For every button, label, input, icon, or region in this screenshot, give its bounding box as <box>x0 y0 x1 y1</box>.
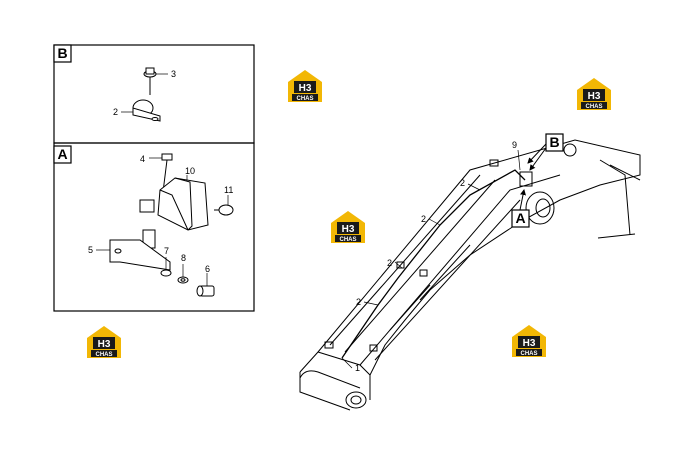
watermark-logo-3: H3 CHAS <box>331 211 365 243</box>
view-b-tag <box>53 44 72 63</box>
svg-text:CHAS: CHAS <box>520 351 537 357</box>
callout-main-2c: 2 <box>387 258 392 268</box>
view-a-letter: A <box>57 146 67 162</box>
svg-text:H3: H3 <box>98 339 111 350</box>
svg-text:H3: H3 <box>342 224 355 235</box>
svg-text:CHAS: CHAS <box>585 104 602 110</box>
callout-a-10: 10 <box>185 166 195 176</box>
callout-a-5: 5 <box>88 245 93 255</box>
view-b-letter: B <box>57 45 67 61</box>
callout-a-11: 11 <box>224 185 233 195</box>
callout-main-9: 9 <box>512 140 517 150</box>
callout-b-2: 2 <box>113 107 118 117</box>
ref-b-letter: B <box>549 134 559 150</box>
view-a-tag <box>53 145 72 164</box>
view-b-frame <box>53 44 255 144</box>
callout-a-6: 6 <box>205 264 210 274</box>
watermark-logo-1: H3 CHAS <box>288 70 322 102</box>
ref-b-tag <box>545 133 564 152</box>
callout-main-1: 1 <box>355 363 360 373</box>
boom-callouts: 9 2 2 2 2 1 B A <box>341 133 564 373</box>
svg-text:H3: H3 <box>523 338 536 349</box>
callout-main-2d: 2 <box>356 297 361 307</box>
callout-a-7: 7 <box>164 246 169 256</box>
work-light-drawing <box>109 153 234 297</box>
svg-text:H3: H3 <box>299 83 312 94</box>
detail-view-b: B 3 2 <box>53 44 255 144</box>
watermark-logo-4: H3 CHAS <box>87 326 121 358</box>
watermark-logo-2: H3 CHAS <box>577 78 611 110</box>
watermark-logo-5: H3 CHAS <box>512 325 546 357</box>
svg-text:CHAS: CHAS <box>95 352 112 358</box>
callout-a-8: 8 <box>181 253 186 263</box>
svg-text:H3: H3 <box>588 91 601 102</box>
clamp-bolt-drawing <box>132 67 161 122</box>
ref-a-letter: A <box>515 210 525 226</box>
callout-b-3: 3 <box>171 69 176 79</box>
boom-assembly-drawing <box>299 139 641 411</box>
detail-view-a: A 4 <box>53 142 255 312</box>
svg-text:CHAS: CHAS <box>339 237 356 243</box>
callout-main-2a: 2 <box>460 178 465 188</box>
svg-text:CHAS: CHAS <box>296 96 313 102</box>
callout-main-2b: 2 <box>421 214 426 224</box>
view-a-frame <box>53 142 255 312</box>
callout-a-4: 4 <box>140 154 145 164</box>
